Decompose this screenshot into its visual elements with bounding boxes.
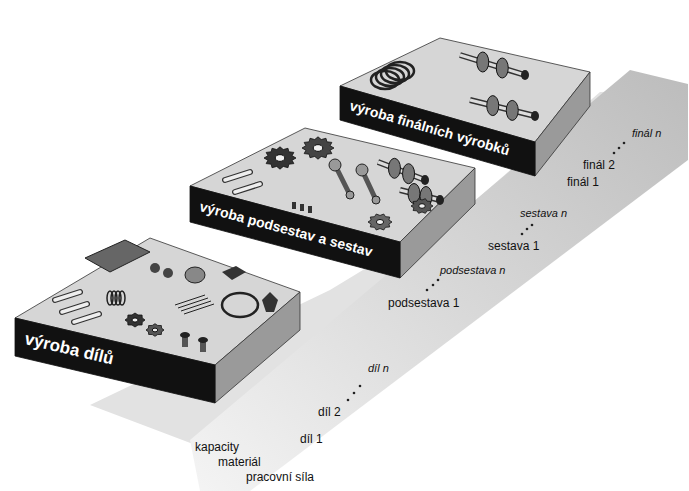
platform-shape: [10, 232, 306, 408]
crank-web: [403, 164, 415, 184]
small-part: [292, 202, 296, 209]
crankshaft-drawing: [460, 55, 525, 75]
crankshaft-drawing: [470, 100, 535, 116]
level-label: podsestava 1: [388, 296, 459, 310]
gear-drawing: [411, 199, 433, 214]
platform-front: [190, 186, 400, 278]
crankshaft-drawing: [378, 162, 425, 180]
conrod-eye: [329, 159, 341, 171]
pin-drawing: [74, 314, 99, 322]
conrod-eye: [356, 164, 368, 176]
crankshaft-drawing: [470, 100, 535, 116]
ring-drawing: [386, 62, 414, 80]
gear-drawing: [264, 147, 296, 169]
pin-drawing: [235, 184, 260, 192]
block-drawing: [185, 267, 205, 283]
crank-end: [436, 195, 444, 205]
crankshaft-drawing: [378, 162, 425, 180]
dot: [437, 279, 440, 282]
platform-side: [400, 168, 475, 278]
wire-part: [184, 304, 214, 314]
pin-drawing: [225, 172, 250, 180]
resource-label: kapacity: [195, 440, 239, 454]
level-label: finál 1: [567, 175, 599, 189]
level-label: finál n: [632, 127, 661, 140]
platform-front: [15, 318, 215, 403]
dot: [353, 392, 356, 395]
pin-drawing: [62, 304, 87, 312]
dot: [426, 289, 429, 292]
small-part: [308, 206, 312, 213]
production-platform: výroba dílů: [10, 232, 306, 408]
dot: [359, 385, 362, 388]
crank-web: [487, 96, 499, 116]
bracket-drawing: [222, 266, 246, 280]
crank-web: [496, 58, 508, 78]
conrod-eye: [372, 196, 380, 204]
nut-drawing: [163, 268, 173, 278]
crank-end: [531, 111, 539, 121]
plate-drawing: [85, 240, 150, 272]
dot: [347, 399, 350, 402]
nut-drawing: [150, 263, 160, 273]
gear-hub: [152, 328, 157, 332]
platform-side: [535, 72, 590, 176]
small-part: [300, 204, 304, 211]
dot: [613, 152, 616, 155]
dot: [618, 147, 621, 150]
dot: [521, 233, 524, 236]
fork-drawing: [262, 292, 278, 312]
production-platform: výroba finálních výrobků: [335, 32, 595, 180]
spring-drawing: [119, 291, 125, 305]
crank-web: [506, 100, 518, 120]
crank-end: [521, 70, 529, 80]
ring-drawing: [222, 293, 258, 317]
dot: [623, 142, 626, 145]
pin-drawing: [55, 292, 80, 300]
level-label: finál 2: [583, 158, 615, 172]
gear-hub: [376, 219, 383, 224]
dot: [432, 284, 435, 287]
crank-web: [477, 52, 489, 72]
gear-drawing: [368, 214, 392, 230]
pin-drawing: [235, 184, 260, 192]
crankshaft-drawing: [460, 55, 525, 75]
level-label: díl 2: [318, 405, 341, 419]
dot: [531, 224, 534, 227]
dot: [526, 228, 529, 231]
gear-hub: [132, 318, 138, 322]
resource-label: materiál: [218, 455, 261, 469]
pin-drawing: [55, 292, 80, 300]
crank-end: [421, 175, 429, 185]
resource-label: pracovní síla: [246, 470, 314, 484]
platform-front: [340, 86, 535, 176]
level-label: podsestava n: [440, 264, 505, 277]
gear-hub: [313, 145, 323, 152]
gear-drawing: [302, 137, 334, 159]
pin-drawing: [62, 304, 87, 312]
gear-hub: [275, 155, 285, 162]
gear-hub: [419, 204, 426, 209]
level-label: díl n: [368, 362, 389, 375]
conrod-eye: [346, 191, 354, 199]
level-label: díl 1: [300, 432, 323, 446]
bolt-head: [198, 337, 208, 343]
platform-side: [215, 292, 300, 403]
pin-drawing: [74, 314, 99, 322]
gear-drawing: [146, 324, 164, 337]
crank-web: [388, 158, 400, 178]
bolt-head: [180, 332, 190, 338]
pin-drawing: [225, 172, 250, 180]
level-label: sestava n: [520, 207, 567, 220]
level-label: sestava 1: [488, 239, 539, 253]
gear-drawing: [125, 313, 145, 327]
